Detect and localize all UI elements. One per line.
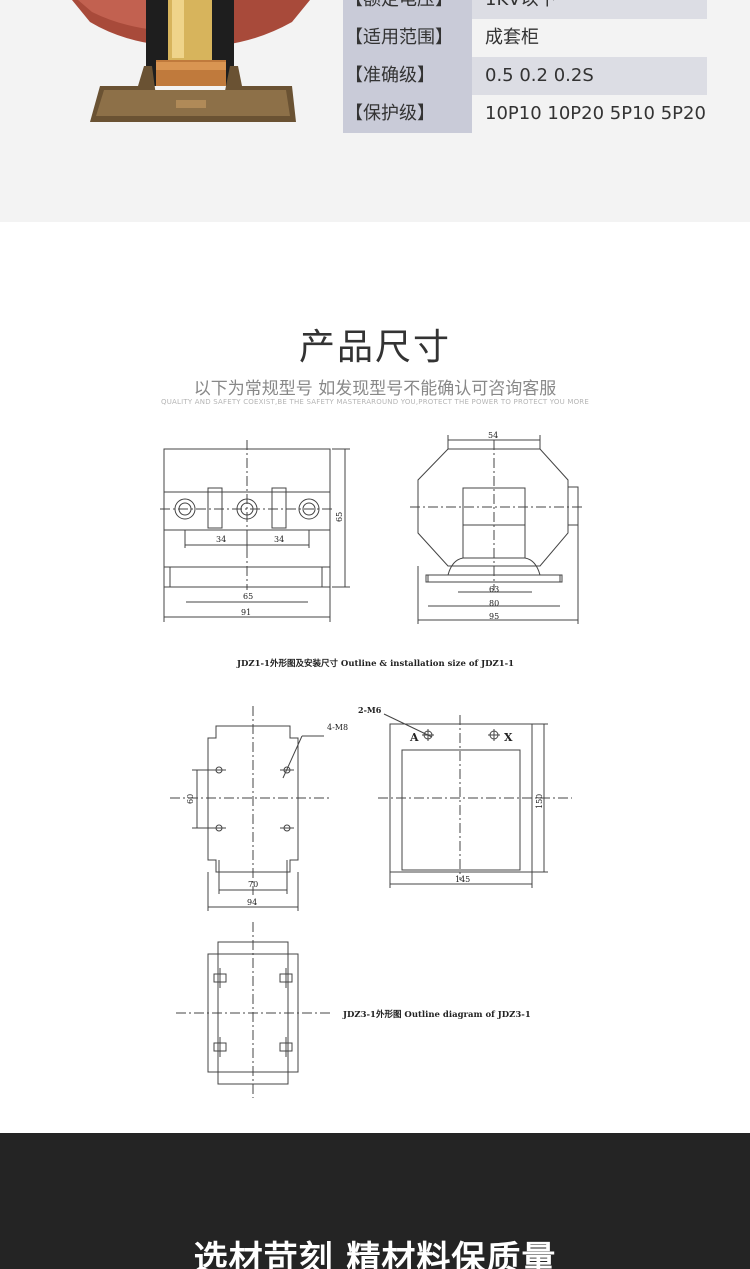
jdz3-side-view bbox=[378, 713, 572, 888]
size-section-title: 产品尺寸 bbox=[298, 327, 451, 368]
jdz1-side-view bbox=[410, 435, 582, 624]
size-section-subtitle: 以下为常规型号 如发现型号不能确认可咨询客服 bbox=[193, 379, 557, 399]
spec-row-voltage: 【额定电压】 1KV以下 bbox=[343, 0, 707, 19]
terminal-x-label: X bbox=[504, 731, 513, 744]
spec-value: 10P10 10P20 5P10 5P20 bbox=[472, 95, 707, 133]
spec-value: 成套柜 bbox=[472, 19, 707, 57]
jdz3-caption: JDZ3-1外形图 Outline diagram of JDZ3-1 bbox=[342, 1009, 531, 1020]
dim-65: 65 bbox=[243, 592, 253, 601]
dim-34-left: 34 bbox=[216, 535, 226, 544]
dim-91: 91 bbox=[241, 608, 251, 617]
size-section-note: QUALITY AND SAFETY COEXIST,BE THE SAFETY… bbox=[161, 398, 589, 406]
label-4-m8: 4-M8 bbox=[327, 723, 348, 732]
jdz3-top-view bbox=[176, 922, 330, 1098]
dim-54: 54 bbox=[488, 431, 498, 440]
dimension-drawings: 34 34 65 91 65 54 63 80 95 JDZ1-1外形图及安装尺… bbox=[160, 431, 582, 1098]
spec-key: 【适用范围】 bbox=[343, 19, 472, 57]
jdz1-front-view bbox=[160, 440, 350, 622]
spec-key: 【保护级】 bbox=[343, 95, 472, 133]
spec-row-scope: 【适用范围】 成套柜 bbox=[343, 19, 707, 57]
label-2-m6: 2-M6 bbox=[358, 705, 382, 715]
material-section-banner: 选材苛刻 精材料保质量 bbox=[0, 1133, 750, 1269]
spec-key: 【额定电压】 bbox=[343, 0, 472, 19]
dim-63: 63 bbox=[489, 585, 499, 594]
dim-94: 94 bbox=[247, 898, 257, 907]
jdz3-front-view bbox=[170, 706, 330, 911]
spec-value: 1KV以下 bbox=[472, 0, 707, 19]
terminal-a-label: A bbox=[409, 731, 419, 744]
spec-value: 0.5 0.2 0.2S bbox=[472, 57, 707, 95]
material-section-title: 选材苛刻 精材料保质量 bbox=[193, 1239, 557, 1269]
dim-95: 95 bbox=[489, 612, 499, 621]
dim-60: 60 bbox=[186, 794, 195, 804]
dim-80: 80 bbox=[489, 599, 499, 608]
spec-row-accuracy: 【准确级】 0.5 0.2 0.2S bbox=[343, 57, 707, 95]
product-spec-section: 【额定电压】 1KV以下 【适用范围】 成套柜 【准确级】 0.5 0.2 0.… bbox=[0, 0, 750, 222]
spec-row-protection: 【保护级】 10P10 10P20 5P10 5P20 bbox=[343, 95, 707, 133]
jdz1-caption: JDZ1-1外形图及安装尺寸 Outline & installation si… bbox=[236, 658, 514, 669]
dim-145: 145 bbox=[455, 875, 470, 884]
dim-65-vertical: 65 bbox=[335, 512, 344, 522]
transformer-product-image bbox=[72, 0, 310, 122]
spec-table: 【额定电压】 1KV以下 【适用范围】 成套柜 【准确级】 0.5 0.2 0.… bbox=[343, 0, 707, 133]
dim-70: 70 bbox=[248, 880, 258, 889]
dim-150: 150 bbox=[535, 794, 544, 809]
spec-key: 【准确级】 bbox=[343, 57, 472, 95]
dim-34-right: 34 bbox=[274, 535, 284, 544]
